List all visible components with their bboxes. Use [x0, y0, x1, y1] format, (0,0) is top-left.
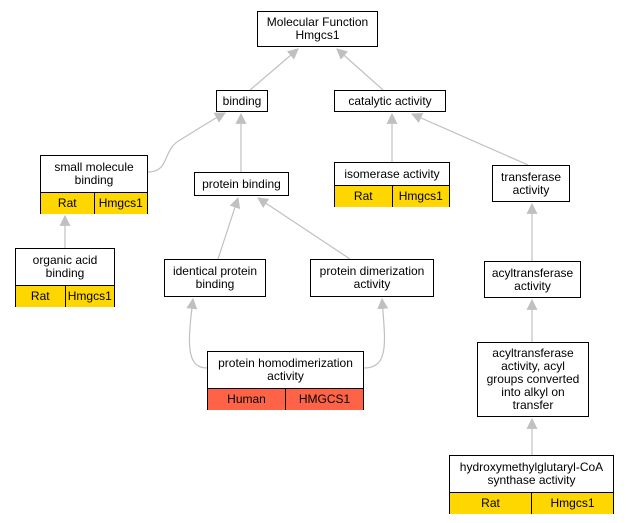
- edge-transferase-to-catalytic: [410, 112, 529, 166]
- node-label: hydroxymethylglutaryl-CoA synthase activ…: [459, 460, 604, 487]
- edge-small-molecule-to-binding: [147, 112, 226, 173]
- node-label: protein binding: [202, 176, 281, 191]
- annotation-row: Rat Hmgcs1: [16, 285, 114, 307]
- edge-catalytic-to-mf: [336, 48, 384, 91]
- species-tag: Rat: [16, 286, 65, 307]
- edge-homodimerization-to-dimerization: [363, 297, 389, 369]
- annotation-row: Rat Hmgcs1: [41, 192, 147, 214]
- node-identical-protein-binding[interactable]: identical protein binding: [164, 259, 266, 297]
- edge-binding-to-mf: [249, 48, 299, 91]
- species-tag: Rat: [450, 493, 531, 514]
- node-label: acyltransferase activity: [491, 265, 574, 293]
- node-label: small molecule binding: [54, 160, 134, 187]
- species-tag: Rat: [335, 186, 392, 207]
- gene-tag: Hmgcs1: [531, 493, 613, 514]
- node-acyltransferase-activity[interactable]: acyltransferase activity: [484, 261, 581, 298]
- node-catalytic-activity[interactable]: catalytic activity: [334, 90, 446, 112]
- gene-tag: Hmgcs1: [93, 193, 147, 214]
- node-protein-dimerization-activity[interactable]: protein dimerization activity: [310, 259, 434, 297]
- edge-homodimerization-to-identical: [186, 297, 208, 369]
- gene-tag: Hmgcs1: [391, 186, 449, 207]
- node-label: acyltransferase activity, acyl groups co…: [486, 346, 580, 412]
- node-label: identical protein binding: [172, 264, 258, 291]
- node-transferase-activity[interactable]: transferase activity: [492, 165, 570, 202]
- node-isomerase-activity[interactable]: isomerase activity Rat Hmgcs1: [334, 162, 450, 207]
- edge-identical-to-protein-binding: [217, 196, 241, 260]
- node-label: transferase activity: [500, 169, 562, 197]
- edge-dimerization-to-protein-binding: [257, 197, 351, 260]
- gene-tag: HMGCS1: [285, 389, 363, 410]
- node-molecular-function[interactable]: Molecular Function Hmgcs1: [257, 11, 378, 47]
- annotation-row: Rat Hmgcs1: [335, 185, 449, 207]
- node-hmg-coa-synthase-activity[interactable]: hydroxymethylglutaryl-CoA synthase activ…: [449, 455, 614, 514]
- node-label: protein homodimerization activity: [218, 356, 353, 383]
- annotation-row: Human HMGCS1: [208, 388, 363, 410]
- node-label: organic acid binding: [32, 253, 98, 280]
- node-label: Molecular Function Hmgcs1: [266, 15, 369, 42]
- node-label: binding: [222, 93, 262, 108]
- node-binding[interactable]: binding: [216, 90, 268, 112]
- species-tag: Rat: [41, 193, 94, 214]
- node-protein-homodimerization-activity[interactable]: protein homodimerization activity Human …: [207, 351, 364, 410]
- node-label: protein dimerization activity: [319, 264, 425, 291]
- annotation-row: Rat Hmgcs1: [450, 492, 613, 514]
- node-label: isomerase activity: [344, 166, 440, 181]
- node-organic-acid-binding[interactable]: organic acid binding Rat Hmgcs1: [15, 248, 115, 307]
- gene-tag: Hmgcs1: [64, 286, 114, 307]
- node-label: catalytic activity: [348, 93, 432, 108]
- node-small-molecule-binding[interactable]: small molecule binding Rat Hmgcs1: [40, 155, 148, 214]
- species-tag: Human: [208, 389, 285, 410]
- node-acyltransferase-alkyl-activity[interactable]: acyltransferase activity, acyl groups co…: [477, 342, 589, 417]
- node-protein-binding[interactable]: protein binding: [194, 172, 289, 196]
